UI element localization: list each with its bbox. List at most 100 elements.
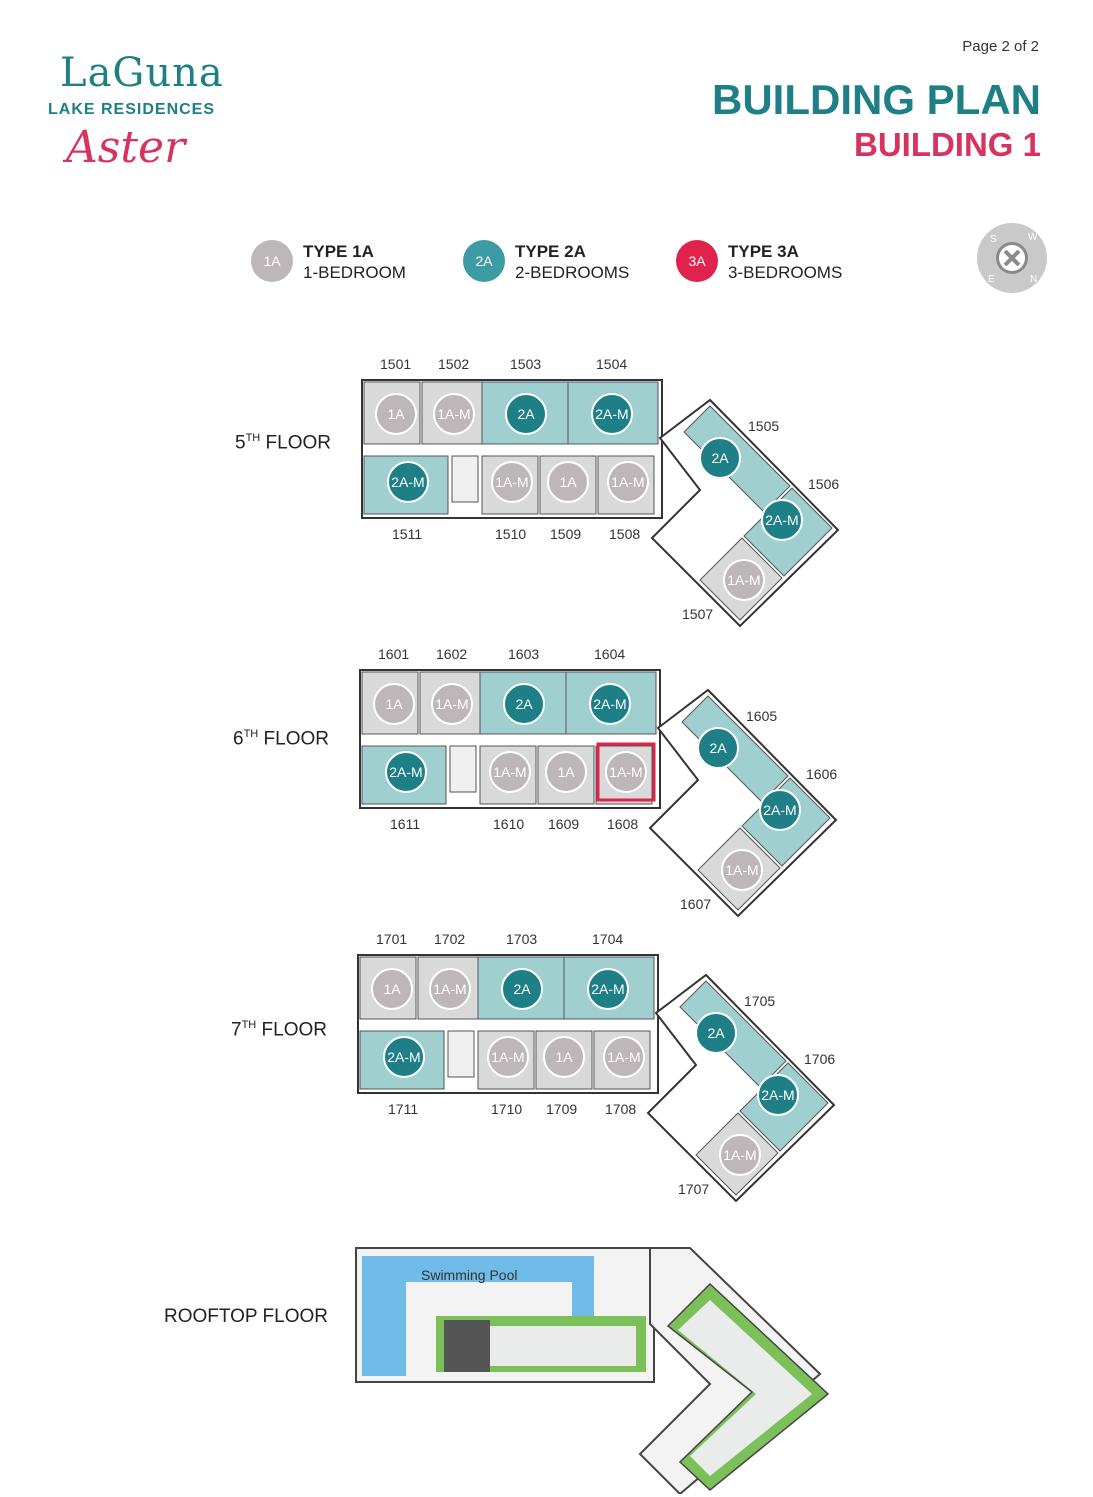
svg-text:1A-M: 1A-M: [723, 1147, 756, 1163]
brand-tagline: LAKE RESIDENCES: [48, 101, 216, 118]
unit-badge: 1A: [371, 968, 413, 1010]
unit-number: 1707: [678, 1181, 710, 1197]
page-subtitle: BUILDING 1: [853, 126, 1041, 163]
legend-type: TYPE 1A: [303, 242, 374, 261]
unit-number: 1708: [605, 1101, 637, 1117]
compass-icon: S W E N: [977, 223, 1047, 293]
svg-text:2A-M: 2A-M: [595, 406, 628, 422]
unit-number: 1608: [607, 816, 639, 832]
svg-text:1A-M: 1A-M: [609, 764, 642, 780]
legend-desc: 2-BEDROOMS: [515, 263, 630, 282]
brand-script-logo: Aster: [66, 122, 186, 173]
unit-badge: 1A-M: [596, 742, 656, 802]
corridor: [364, 446, 660, 456]
legend-desc: 3-BEDROOMS: [728, 263, 843, 282]
unit-number: 1609: [548, 816, 580, 832]
unit-number: 1501: [380, 356, 412, 372]
unit-number: 1511: [392, 526, 423, 542]
unit-badge: 2A-M: [385, 751, 427, 793]
unit-badge: 2A-M: [761, 499, 803, 541]
unit-badge: 2A: [503, 683, 545, 725]
stair-core: [451, 455, 479, 503]
unit-number: 1606: [806, 766, 838, 782]
legend-badge: 2A: [463, 240, 505, 282]
stair-core: [449, 745, 477, 793]
unit-badge: 2A: [699, 437, 741, 479]
svg-text:2A: 2A: [707, 1025, 725, 1041]
unit-number: 1510: [495, 526, 527, 542]
svg-text:1A-M: 1A-M: [491, 1049, 524, 1065]
svg-text:2A-M: 2A-M: [763, 802, 796, 818]
svg-text:2A: 2A: [513, 981, 531, 997]
svg-text:2A-M: 2A-M: [765, 512, 798, 528]
legend-badge: 1A: [251, 240, 293, 282]
unit-badge: 1A: [545, 751, 587, 793]
unit-badge: 2A: [695, 1012, 737, 1054]
unit-number: 1711: [388, 1101, 419, 1117]
svg-text:2A-M: 2A-M: [391, 474, 424, 490]
floor-plan: 1A 1A-M 2A 2A-M 2A-M 1A-M 1A 1A-M 2A 2A-M 1A-M: [357, 954, 836, 1203]
corridor: [360, 1021, 656, 1031]
legend-desc: 1-BEDROOM: [303, 263, 406, 282]
svg-text:1A: 1A: [383, 981, 401, 997]
unit-badge: 2A-M: [759, 789, 801, 831]
svg-text:2A-M: 2A-M: [387, 1049, 420, 1065]
unit-badge: 2A-M: [757, 1074, 799, 1116]
wing-outline: [646, 973, 836, 1203]
svg-text:1A: 1A: [559, 474, 577, 490]
svg-text:1A-M: 1A-M: [495, 474, 528, 490]
unit-number: 1710: [491, 1101, 523, 1117]
compass-n: N: [1030, 274, 1037, 285]
floor-label: 7TH FLOOR: [231, 1019, 327, 1041]
svg-text:1A: 1A: [387, 406, 405, 422]
unit-badge: 1A-M: [723, 559, 765, 601]
unit-number: 1603: [508, 646, 540, 662]
svg-text:1A-M: 1A-M: [493, 764, 526, 780]
legend-badge: 3A: [676, 240, 718, 282]
unit-number: 1610: [493, 816, 525, 832]
svg-text:2A-M: 2A-M: [389, 764, 422, 780]
unit-number: 1602: [436, 646, 468, 662]
unit-badge: 2A-M: [387, 461, 429, 503]
unit-badge: 1A: [547, 461, 589, 503]
unit-badge: 1A: [543, 1036, 585, 1078]
svg-text:1A-M: 1A-M: [727, 572, 760, 588]
svg-text:2A: 2A: [517, 406, 535, 422]
unit-number: 1605: [746, 708, 778, 724]
unit-badge: 2A-M: [591, 393, 633, 435]
floor-label: 5TH FLOOR: [235, 432, 331, 454]
unit-number: 1611: [390, 816, 421, 832]
svg-text:1A: 1A: [385, 696, 403, 712]
unit-number: 1507: [682, 606, 714, 622]
unit-badge: 1A-M: [431, 683, 473, 725]
unit-badge: 1A: [373, 683, 415, 725]
svg-text:1A-M: 1A-M: [437, 406, 470, 422]
unit-number: 1509: [550, 526, 582, 542]
unit-badge: 1A-M: [721, 849, 763, 891]
unit-badge: 1A-M: [719, 1134, 761, 1176]
unit-number: 1701: [376, 931, 408, 947]
wing-outline: [648, 688, 838, 918]
unit-number: 1709: [546, 1101, 578, 1117]
page-title: BUILDING PLAN: [712, 76, 1041, 123]
unit-number: 1704: [592, 931, 624, 947]
floor-label: 6TH FLOOR: [233, 728, 329, 750]
unit-badge: 2A-M: [587, 968, 629, 1010]
unit-badge: 1A-M: [491, 461, 533, 503]
stair-core: [447, 1030, 475, 1078]
unit-number: 1703: [506, 931, 538, 947]
unit-number: 1503: [510, 356, 542, 372]
svg-text:1A-M: 1A-M: [433, 981, 466, 997]
unit-badge: 1A-M: [433, 393, 475, 435]
unit-badge: 1A-M: [429, 968, 471, 1010]
legend-type: TYPE 2A: [515, 242, 586, 261]
unit-number: 1601: [378, 646, 410, 662]
unit-badge: 1A-M: [487, 1036, 529, 1078]
unit-number: 1607: [680, 896, 712, 912]
unit-number: 1502: [438, 356, 470, 372]
svg-text:2A-M: 2A-M: [761, 1087, 794, 1103]
compass-e: E: [988, 274, 995, 285]
unit-number: 1706: [804, 1051, 836, 1067]
svg-text:2A: 2A: [711, 450, 729, 466]
unit-badge: 1A-M: [603, 1036, 645, 1078]
